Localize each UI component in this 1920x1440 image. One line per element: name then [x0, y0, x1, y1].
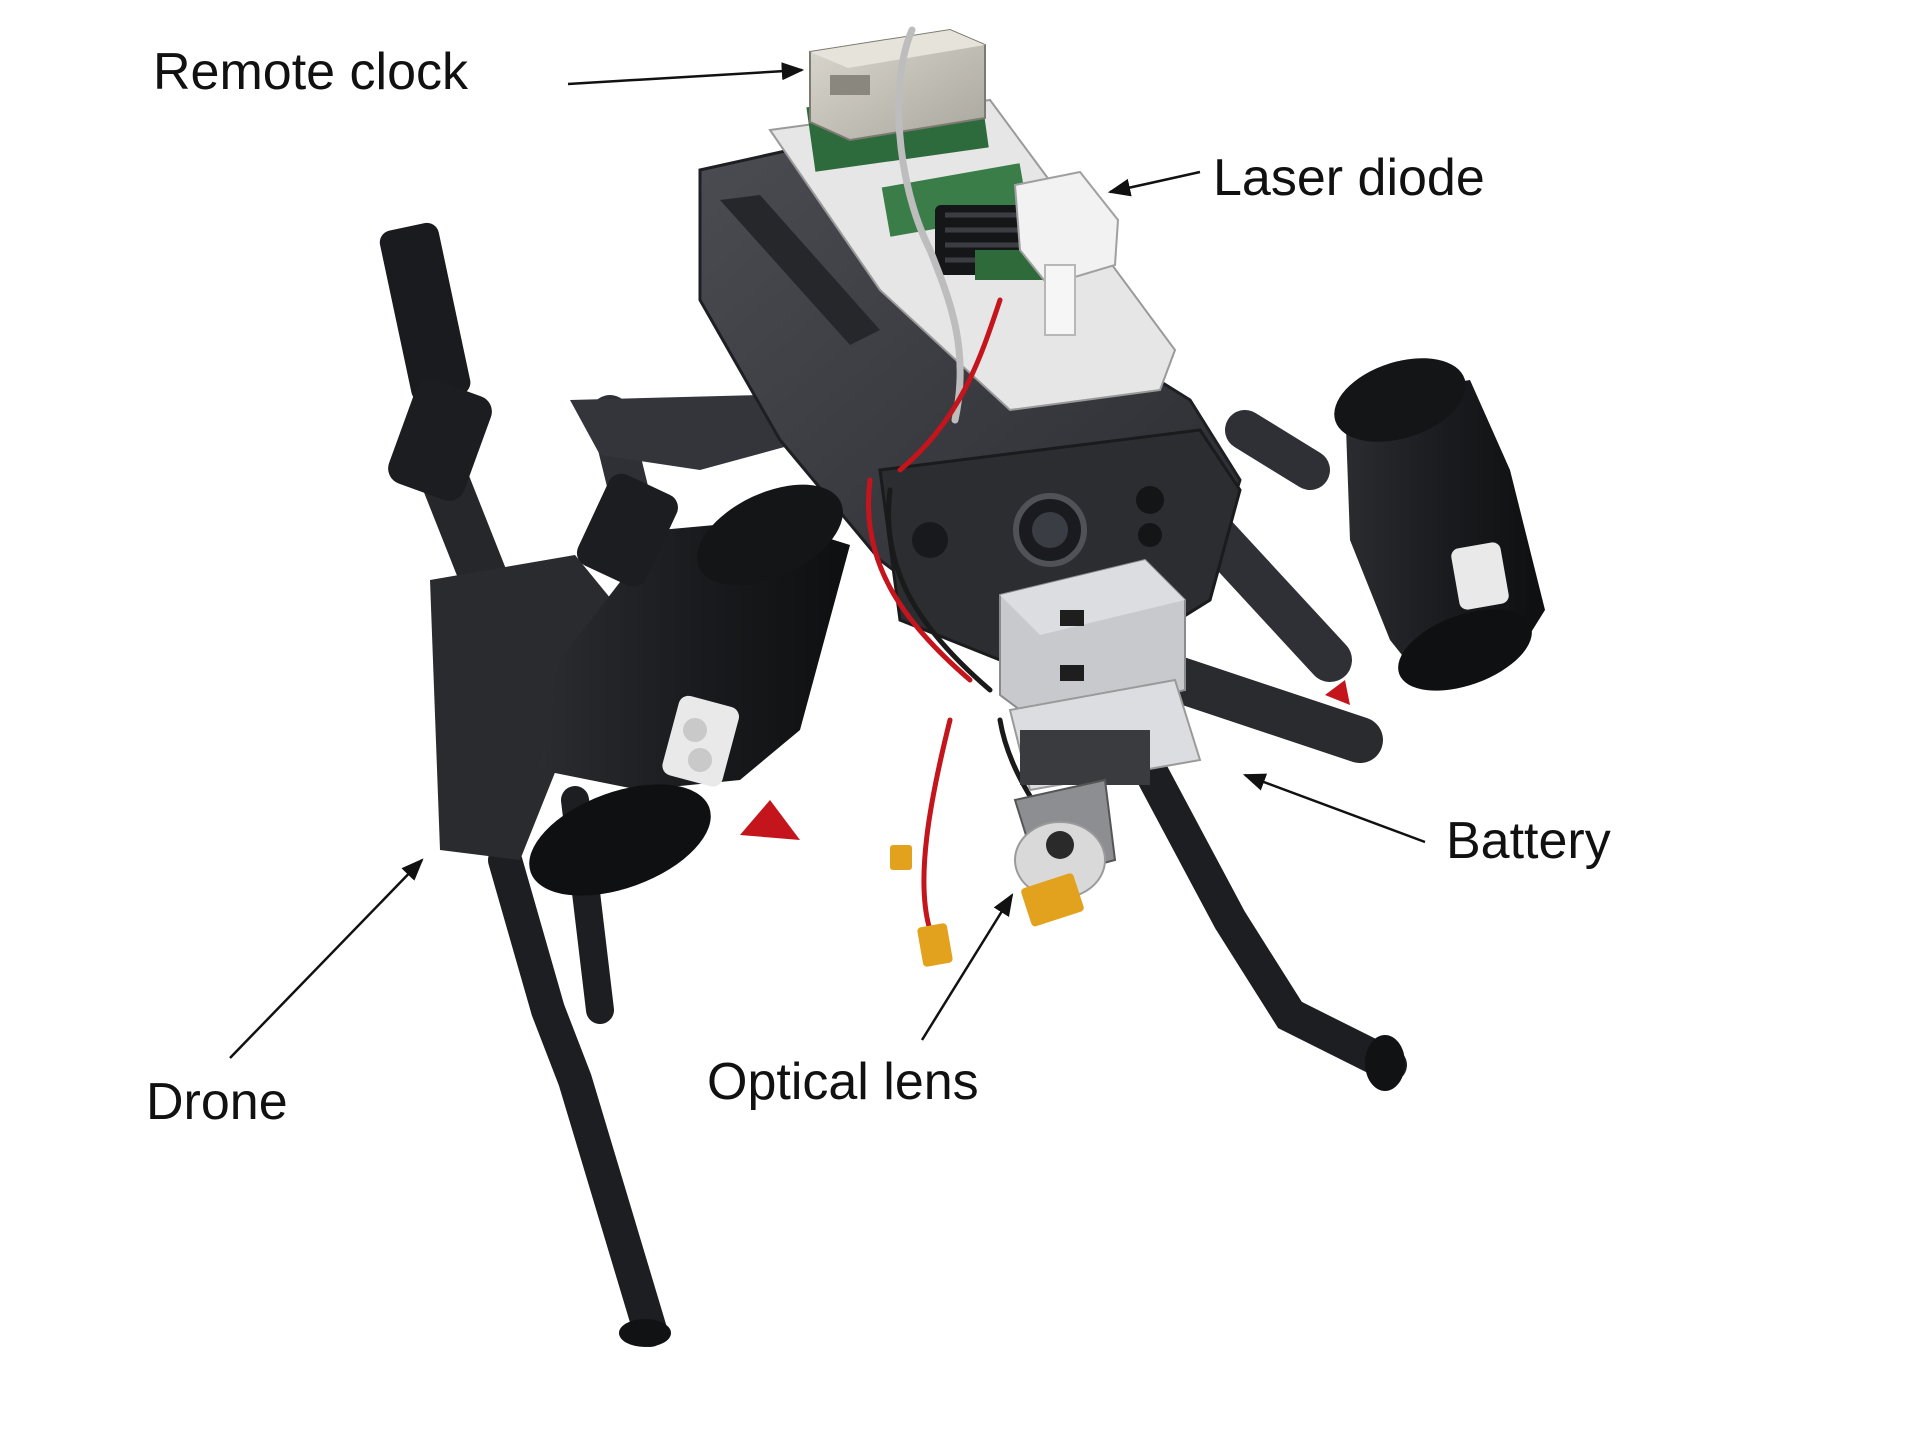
- laser-diode-arrow: [1107, 170, 1201, 197]
- motor-front-left: [529, 484, 850, 896]
- propeller-blade: [430, 555, 620, 860]
- propeller-blade: [570, 395, 810, 470]
- optical-lens-assembly: [890, 778, 1117, 967]
- arm-details: [388, 379, 1350, 840]
- drone-label: Drone: [146, 1073, 288, 1131]
- drone-illustration: [379, 26, 1545, 1347]
- laser-diode-label: Laser diode: [1213, 149, 1485, 207]
- optical-lens-label: Optical lens: [707, 1053, 979, 1111]
- remote-clock-module: [809, 28, 986, 142]
- motor-front-right: [1334, 358, 1545, 691]
- remote-clock-label: Remote clock: [153, 43, 468, 101]
- drone-arrow: [229, 858, 424, 1059]
- remote-clock-arrow: [567, 62, 805, 86]
- battery-arrow: [1242, 773, 1426, 844]
- battery-label: Battery: [1446, 812, 1611, 870]
- battery-module: [999, 558, 1202, 792]
- laser-diode-module: [1013, 170, 1120, 336]
- optical-lens-arrow: [920, 893, 1014, 1041]
- callout-arrows: [229, 62, 1426, 1059]
